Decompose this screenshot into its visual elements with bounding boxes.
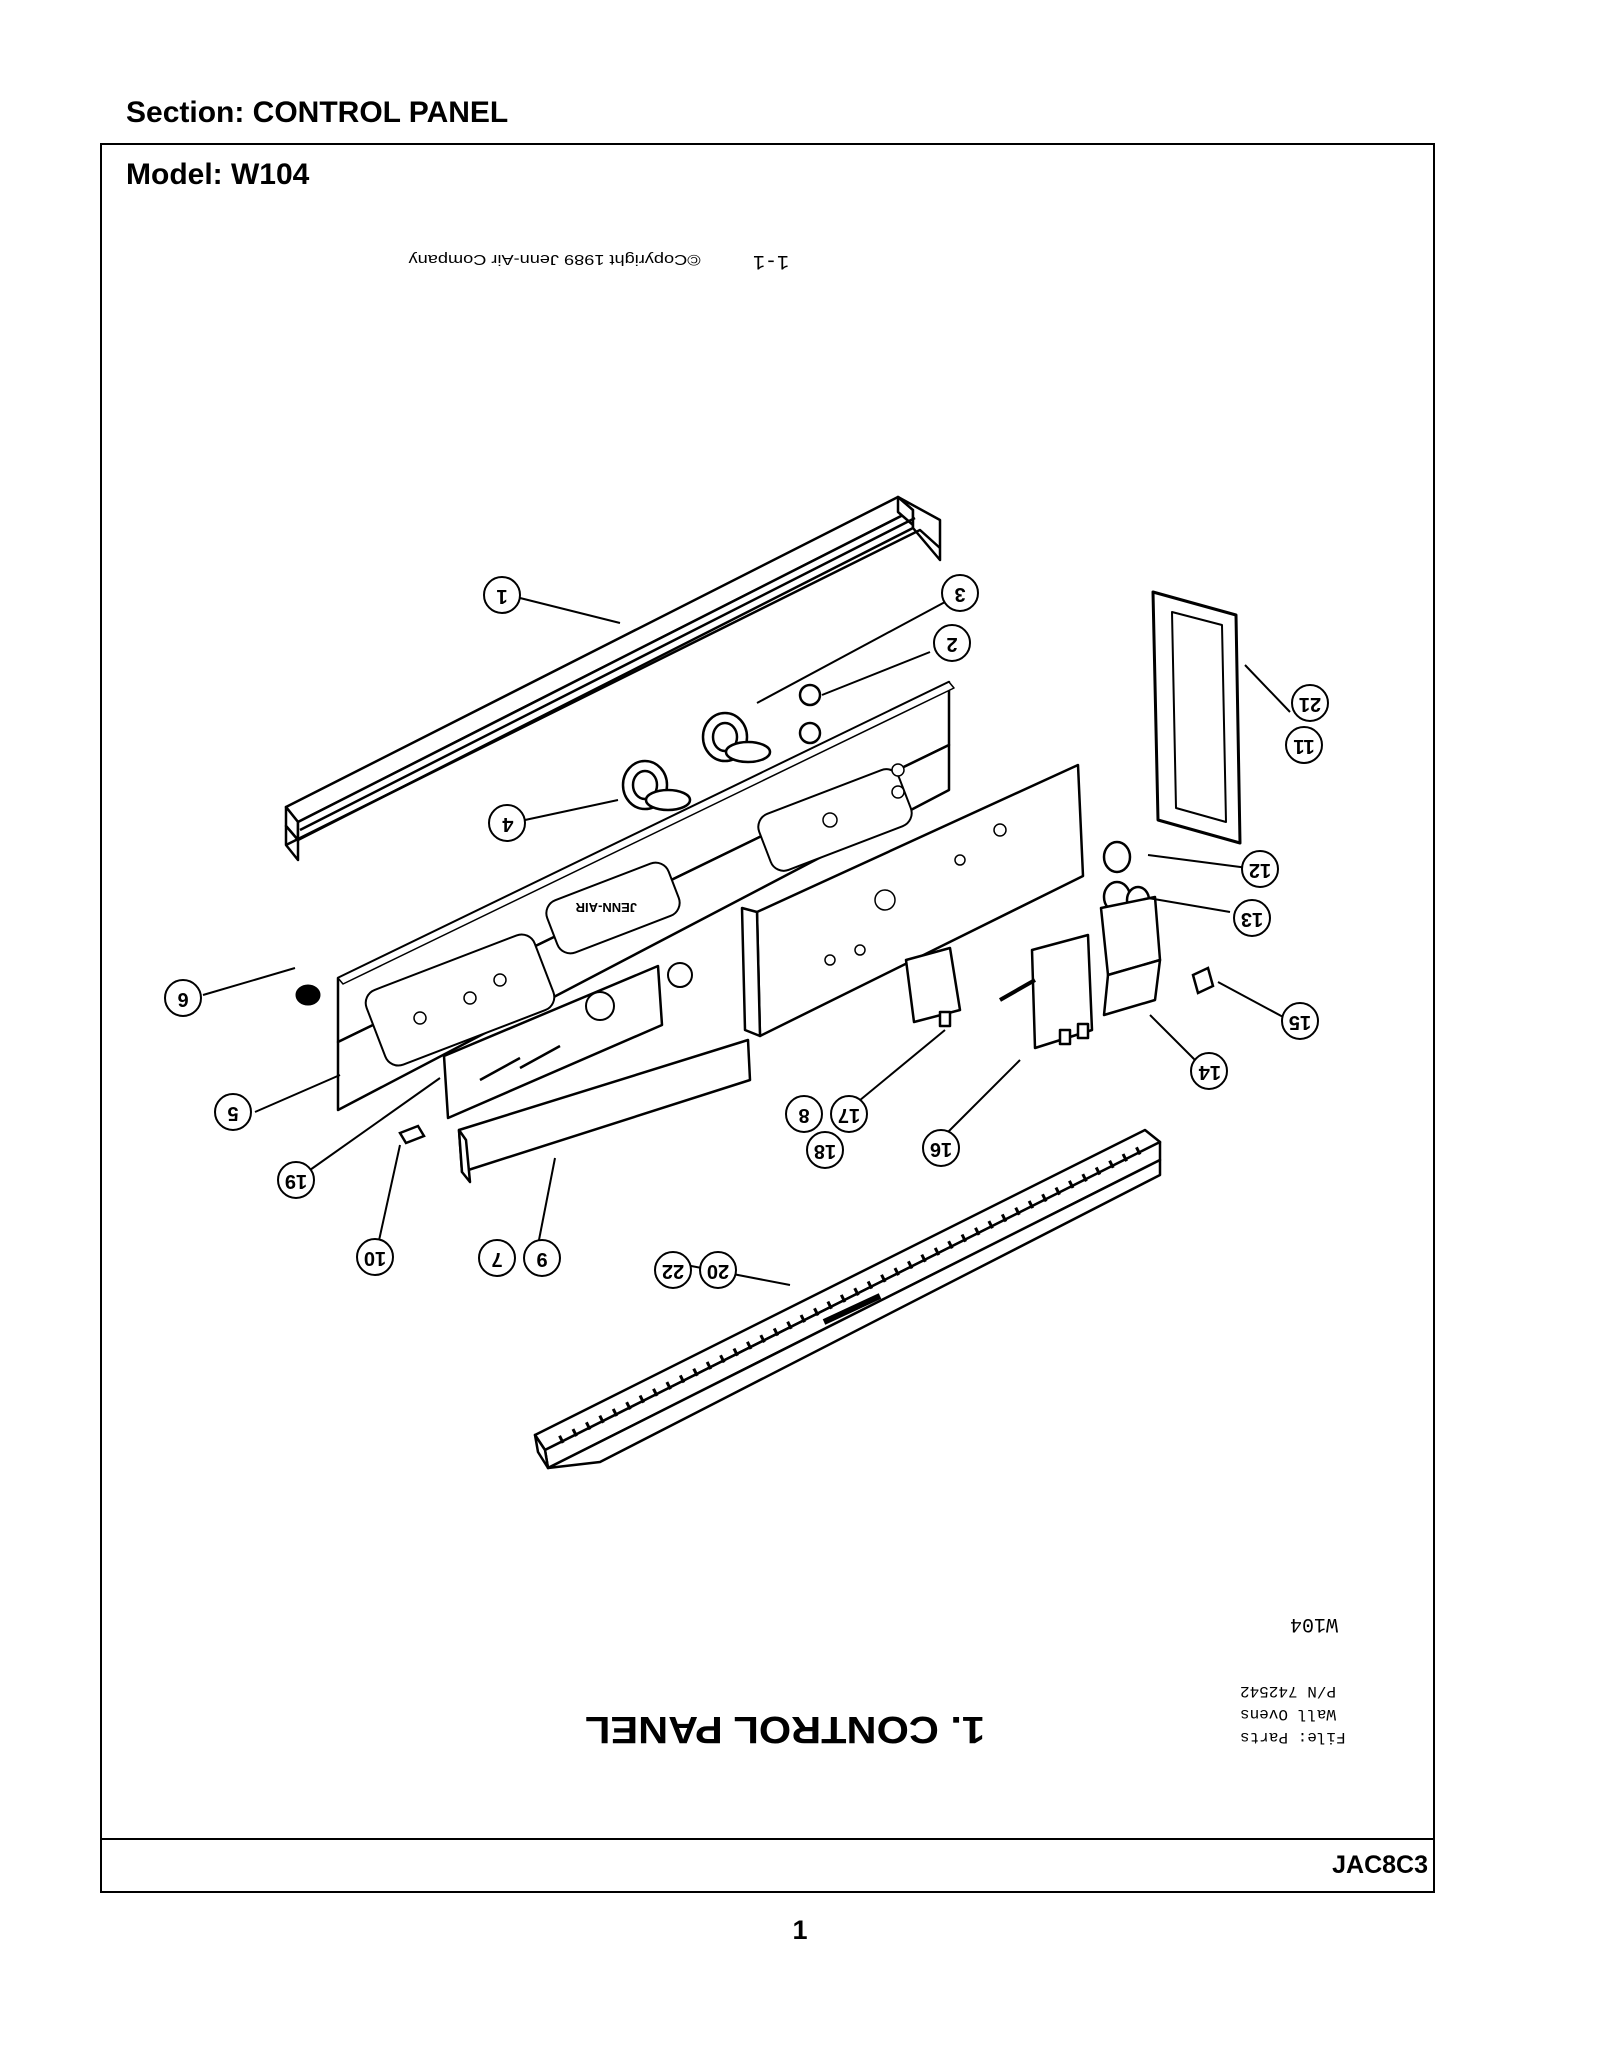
callout-4: 4 xyxy=(488,804,526,842)
svg-text:16: 16 xyxy=(930,1138,952,1160)
part-terminal xyxy=(1191,966,1215,995)
part-switch xyxy=(1099,895,1162,1017)
svg-text:5: 5 xyxy=(227,1102,238,1124)
svg-text:7: 7 xyxy=(491,1248,502,1270)
svg-text:11: 11 xyxy=(1293,735,1314,757)
callout-6: 6 xyxy=(164,979,202,1017)
part-clip xyxy=(398,1124,426,1145)
callouts: 1 2 3 4 5 6 7 8 9 10 11 12 13 14 15 16 1… xyxy=(164,574,1329,1289)
callout-10: 10 xyxy=(356,1238,394,1276)
callout-21: 21 xyxy=(1291,684,1329,722)
svg-text:14: 14 xyxy=(1198,1061,1221,1083)
file-line-3: P/N 742542 xyxy=(1240,1682,1336,1700)
callout-8: 8 xyxy=(785,1095,823,1133)
part-chassis-plate xyxy=(740,763,1085,1038)
svg-text:9: 9 xyxy=(536,1248,547,1270)
svg-text:8: 8 xyxy=(798,1104,809,1126)
part-mounting-bracket xyxy=(457,1038,752,1184)
part-relay xyxy=(904,946,962,1028)
svg-text:17: 17 xyxy=(838,1104,860,1126)
svg-text:13: 13 xyxy=(1241,908,1263,930)
model-stamp: W104 xyxy=(1290,1612,1338,1635)
callout-18: 18 xyxy=(806,1131,844,1169)
callout-19: 19 xyxy=(277,1161,315,1199)
callout-3: 3 xyxy=(941,574,979,612)
callout-11: 11 xyxy=(1285,726,1323,764)
brand-label: JENN-AIR xyxy=(575,900,637,915)
part-small-knobs xyxy=(798,683,822,745)
svg-text:18: 18 xyxy=(814,1140,836,1162)
callout-17: 17 xyxy=(830,1095,868,1133)
svg-text:3: 3 xyxy=(954,583,965,605)
svg-text:10: 10 xyxy=(364,1247,386,1269)
svg-text:12: 12 xyxy=(1249,859,1271,881)
svg-text:6: 6 xyxy=(177,988,188,1010)
callout-20: 20 xyxy=(699,1251,737,1289)
callout-2: 2 xyxy=(933,624,971,662)
part-vent-strip xyxy=(533,1128,1162,1470)
part-clock-bracket xyxy=(442,962,693,1120)
part-front-panel xyxy=(336,680,955,1112)
diagram-frame xyxy=(100,143,1435,1893)
section-title: Section: CONTROL PANEL xyxy=(126,96,509,129)
part-selector-switch xyxy=(999,933,1094,1050)
svg-text:21: 21 xyxy=(1299,693,1321,715)
svg-text:20: 20 xyxy=(707,1260,729,1282)
part-trim-strip xyxy=(284,495,942,862)
diagram-title: 1. CONTROL PANEL xyxy=(585,1708,985,1750)
svg-text:2: 2 xyxy=(946,633,957,655)
footer-code: JAC8C3 xyxy=(1332,1851,1428,1879)
svg-text:19: 19 xyxy=(285,1170,307,1192)
callout-14: 14 xyxy=(1190,1052,1228,1090)
callout-12: 12 xyxy=(1241,850,1279,888)
copyright-text: ©Copyright 1989 Jenn-Air Company xyxy=(408,251,701,268)
callout-13: 13 xyxy=(1233,899,1271,937)
part-knobs xyxy=(621,711,772,812)
callout-16: 16 xyxy=(922,1129,960,1167)
file-line-2: Wall Ovens xyxy=(1240,1705,1336,1723)
svg-text:15: 15 xyxy=(1289,1011,1311,1033)
callout-7: 7 xyxy=(478,1239,516,1277)
svg-text:22: 22 xyxy=(662,1260,684,1282)
callout-9: 9 xyxy=(523,1239,561,1277)
part-window xyxy=(1151,590,1242,845)
svg-text:1: 1 xyxy=(496,585,507,607)
page-number: 1 xyxy=(792,1915,808,1945)
svg-text:4: 4 xyxy=(501,813,513,835)
page-ref-text: 1-1 xyxy=(753,249,789,272)
part-knob-nut xyxy=(295,984,321,1006)
callout-5: 5 xyxy=(214,1093,252,1131)
callout-22: 22 xyxy=(654,1251,692,1289)
callout-15: 15 xyxy=(1281,1002,1319,1040)
footer-divider xyxy=(100,1838,1435,1840)
file-line-1: File: Parts xyxy=(1240,1728,1346,1746)
model-title: Model: W104 xyxy=(126,158,310,191)
callout-1: 1 xyxy=(483,576,521,614)
